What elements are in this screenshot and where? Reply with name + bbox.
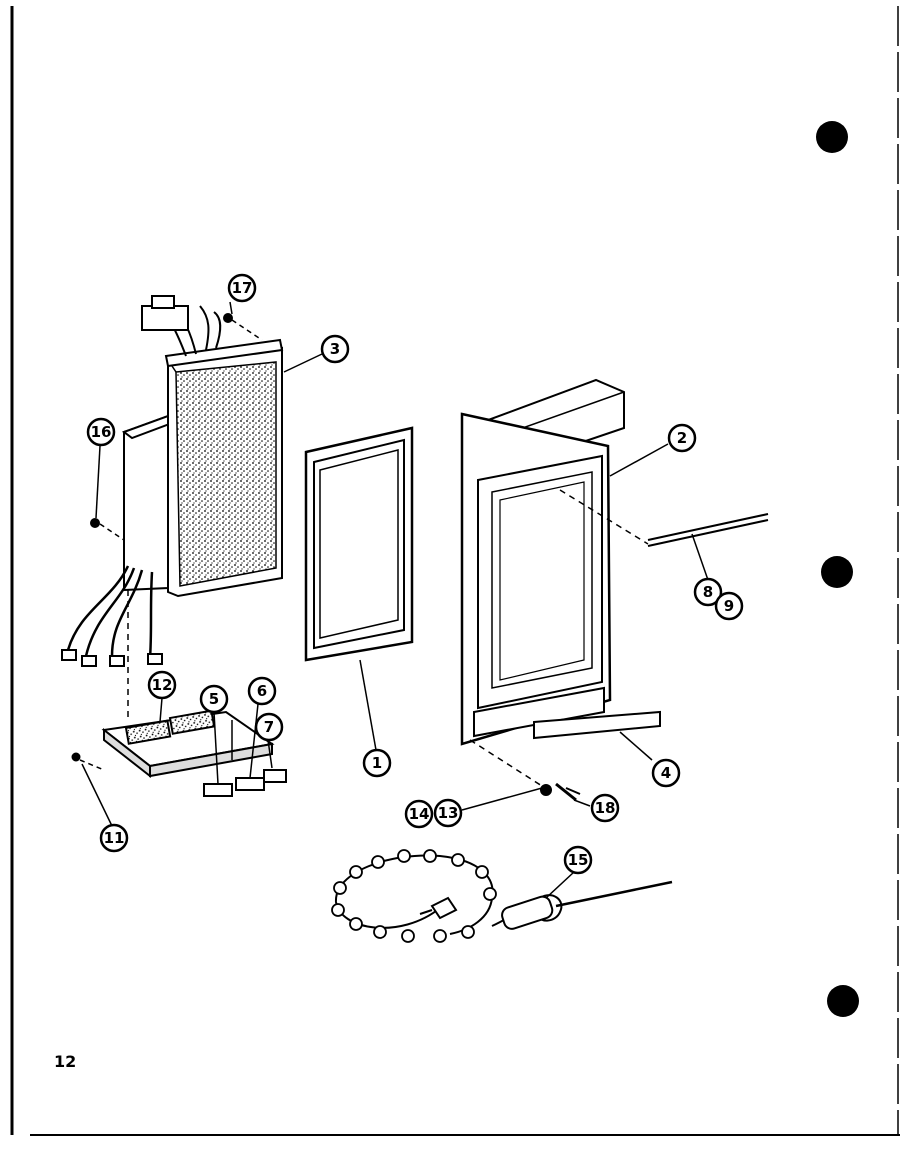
callout-13: 13 — [433, 798, 463, 828]
callout-5-label: 5 — [209, 690, 219, 708]
callout-16-label: 16 — [91, 423, 112, 441]
door-gasket — [304, 426, 414, 662]
callout-8-label: 8 — [703, 583, 713, 601]
callout-14-label: 14 — [409, 805, 430, 823]
binder-hole-middle — [821, 556, 853, 588]
callout-6-label: 6 — [257, 682, 267, 700]
callout-2-label: 2 — [677, 429, 687, 447]
callout-6: 6 — [247, 676, 277, 706]
callout-9-label: 9 — [724, 597, 734, 615]
callout-15-label: 15 — [568, 851, 589, 869]
callout-18-label: 18 — [595, 799, 616, 817]
temperature-probe — [331, 849, 673, 943]
leader-lines — [81, 301, 709, 899]
callout-11: 11 — [99, 823, 129, 853]
heater-box-assembly — [61, 295, 284, 720]
control-board-assembly — [71, 709, 287, 797]
callout-12-label: 12 — [152, 676, 173, 694]
callout-2: 2 — [667, 423, 697, 453]
callout-7-label: 7 — [264, 718, 274, 736]
callout-11-label: 11 — [104, 829, 125, 847]
callout-3-label: 3 — [330, 340, 340, 358]
binder-hole-top — [816, 121, 848, 153]
page-number: 12 — [54, 1052, 77, 1071]
callout-16: 16 — [86, 417, 116, 447]
page-frame — [10, 6, 900, 1136]
callout-1: 1 — [362, 748, 392, 778]
binder-hole-bottom — [827, 985, 859, 1017]
callout-15: 15 — [563, 845, 593, 875]
callout-4: 4 — [651, 758, 681, 788]
callout-3: 3 — [320, 334, 350, 364]
callout-17: 17 — [227, 273, 257, 303]
callout-1-label: 1 — [372, 754, 382, 772]
door-assembly — [460, 378, 769, 802]
callout-12: 12 — [147, 670, 177, 700]
callout-14: 14 — [404, 799, 434, 829]
callout-18: 18 — [590, 793, 620, 823]
callout-4-label: 4 — [661, 764, 671, 782]
callout-9: 9 — [714, 591, 744, 621]
callout-17-label: 17 — [232, 279, 253, 297]
callout-5: 5 — [199, 684, 229, 714]
callout-13-label: 13 — [438, 804, 459, 822]
callout-8: 8 — [693, 577, 723, 607]
callout-7: 7 — [254, 712, 284, 742]
